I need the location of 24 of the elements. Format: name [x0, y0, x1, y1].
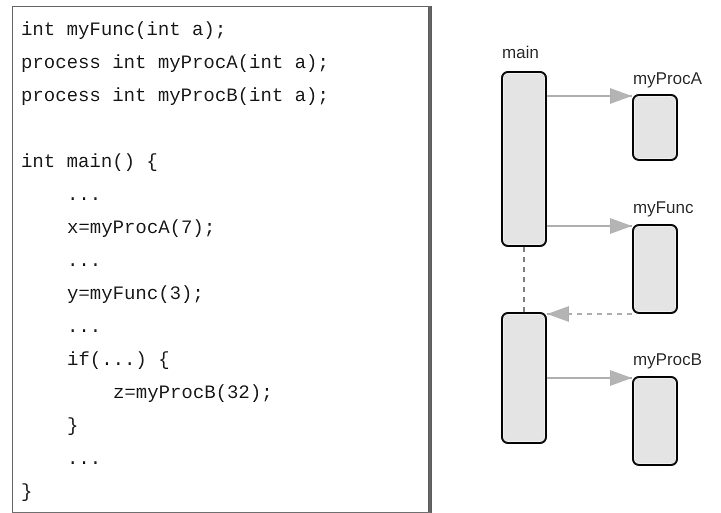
code-line: process int myProcA(int a);: [21, 52, 329, 74]
lifeline-label: myProcA: [633, 70, 702, 88]
lifeline-label: myProcB: [633, 351, 702, 369]
lifeline-label: myFunc: [633, 199, 694, 217]
code-line: z=myProcB(32);: [113, 382, 273, 404]
code-line: if(...) {: [67, 349, 170, 371]
code-line: y=myFunc(3);: [67, 283, 204, 305]
code-line: int main() {: [21, 151, 158, 173]
code-line: ...: [67, 250, 102, 272]
code-line: }: [67, 415, 78, 437]
code-line: process int myProcB(int a);: [21, 85, 329, 107]
arrow: [547, 306, 632, 322]
code-line: ...: [67, 184, 102, 206]
code-line: ...: [67, 316, 102, 338]
code-line: }: [21, 481, 32, 503]
code-line: x=myProcA(7);: [67, 217, 216, 239]
arrow: [547, 218, 632, 234]
lifeline-label: main: [502, 44, 539, 62]
code-line: ...: [67, 448, 102, 470]
arrow: [547, 88, 632, 104]
arrow: [547, 370, 632, 386]
code-listing-panel: [12, 6, 432, 513]
connector-line: [523, 247, 525, 312]
code-line: int myFunc(int a);: [21, 19, 226, 41]
